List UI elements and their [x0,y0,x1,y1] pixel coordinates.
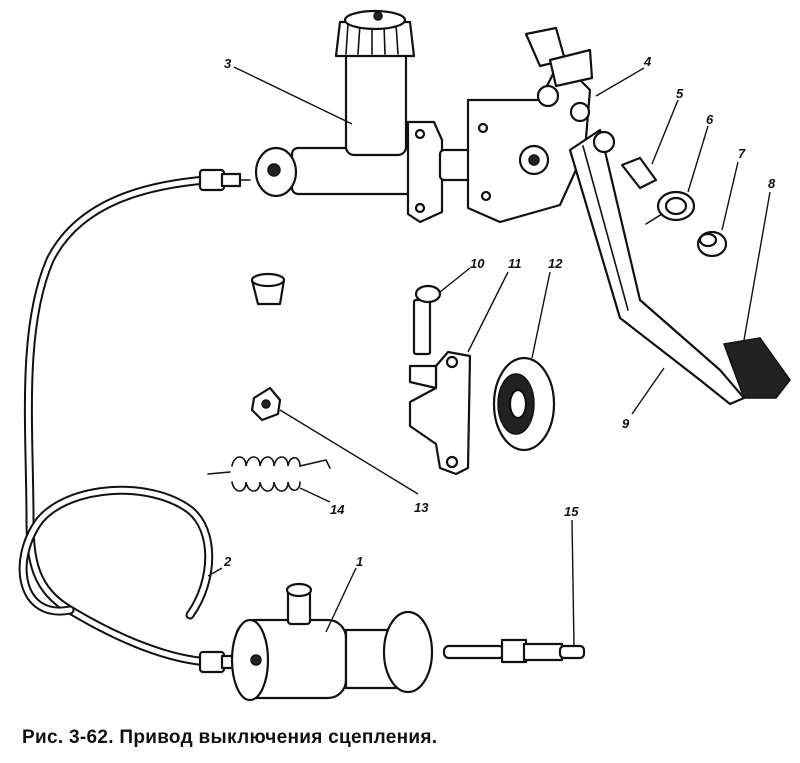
pedal-bushing [696,230,728,258]
pushrod [442,638,586,664]
slave-cylinder [230,582,434,702]
callout-15: 15 [564,504,579,519]
callout-2: 2 [223,554,232,569]
clutch-pedal [568,128,746,406]
callout-9: 9 [622,416,630,431]
callout-numbers: 1 2 3 4 5 6 7 8 9 10 11 12 13 14 15 [223,54,776,569]
callout-3: 3 [224,56,232,71]
callout-14: 14 [330,502,345,517]
callout-13: 13 [414,500,429,515]
bracket-plate [408,350,472,476]
master-cylinder [254,9,496,224]
return-spring [207,456,331,492]
callout-4: 4 [643,54,652,69]
pedal-spring [645,190,696,225]
figure-caption: Рис. 3-62. Привод выключения сцепления. [22,727,438,748]
callout-5: 5 [676,86,684,101]
pedal-axle-pin [620,156,658,190]
callout-7: 7 [738,146,746,161]
leader-lines [207,66,771,647]
hydraulic-hose [18,168,251,674]
small-cap [250,272,286,306]
callout-11: 11 [508,256,522,271]
callout-1: 1 [356,554,363,569]
callout-6: 6 [706,112,714,127]
callout-10: 10 [470,256,485,271]
nut [250,386,282,422]
callout-8: 8 [768,176,776,191]
pedal-pad [722,337,791,399]
callout-12: 12 [548,256,563,271]
bolt [412,284,442,356]
pedal-bracket [466,26,594,224]
boot-seal [492,356,556,452]
